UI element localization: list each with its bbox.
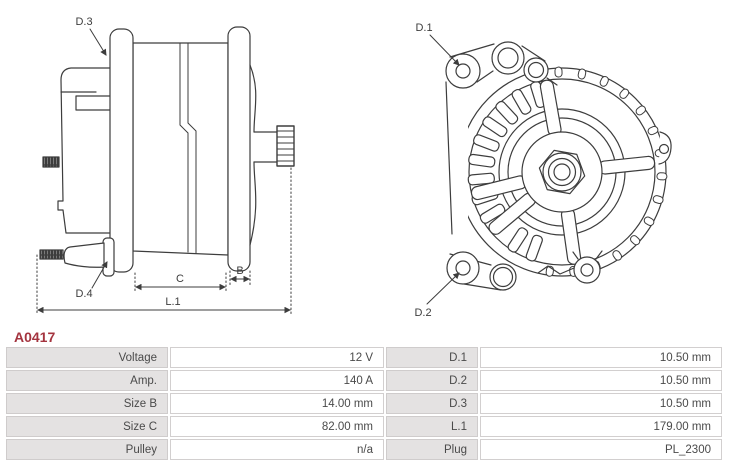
shaft-thread-end [276,125,295,167]
spec-value: 14.00 mm [170,393,384,414]
spec-value: 10.50 mm [480,370,722,391]
dimension-label-b: B [236,265,243,277]
side-lug-right [658,131,672,165]
spec-value: 12 V [170,347,384,368]
dimension-label-d2: D.2 [414,307,431,319]
spec-table: Voltage 12 V D.1 10.50 mm Amp. 140 A D.2… [6,347,722,460]
spec-value: 10.50 mm [480,393,722,414]
mounting-boss-bottom [446,251,517,291]
mounting-stud [39,249,64,260]
dimension-label-l1: L.1 [165,296,180,308]
spec-label: L.1 [386,416,478,437]
dimension-label-d1: D.1 [415,22,432,34]
mounting-hole-d1 [455,63,471,79]
spec-label: Size C [6,416,168,437]
front-view-diagram: D.1 D.2 [414,22,672,319]
bottom-lug [39,237,115,277]
spec-label: D.1 [386,347,478,368]
dimension-label-c: C [176,273,184,285]
spec-label: D.2 [386,370,478,391]
dimension-annotations: D.1 D.2 [414,22,460,319]
mounting-hole-d2 [455,260,471,276]
spec-value: n/a [170,439,384,460]
mounting-boss-lower-right [537,250,603,284]
spec-label: Voltage [6,347,168,368]
spec-label: Amp. [6,370,168,391]
spec-value: 179.00 mm [480,416,722,437]
spec-value: 82.00 mm [170,416,384,437]
case-seam [179,42,197,254]
bracket-left-edge [445,81,453,235]
side-view-diagram: D.3 D.4 C B L.1 [36,16,295,316]
shaft [249,64,295,246]
spec-label: Pulley [6,439,168,460]
spec-label: Size B [6,393,168,414]
spec-value: 10.50 mm [480,347,722,368]
rear-housing-outline [42,67,113,234]
dimension-label-d3: D.3 [75,16,92,28]
spec-label: D.3 [386,393,478,414]
rear-mounting-ear [109,28,134,273]
mounting-boss-top [445,41,558,89]
part-number: A0417 [14,329,56,345]
spec-value: 140 A [170,370,384,391]
dimension-lines: D.3 D.4 C B L.1 [36,16,292,316]
shaft-nut [521,131,603,213]
spec-label: Plug [386,439,478,460]
spec-value: PL_2300 [480,439,722,460]
terminal-stud [42,156,60,168]
dimension-label-d4: D.4 [75,288,92,300]
front-mounting-ear [227,26,251,272]
